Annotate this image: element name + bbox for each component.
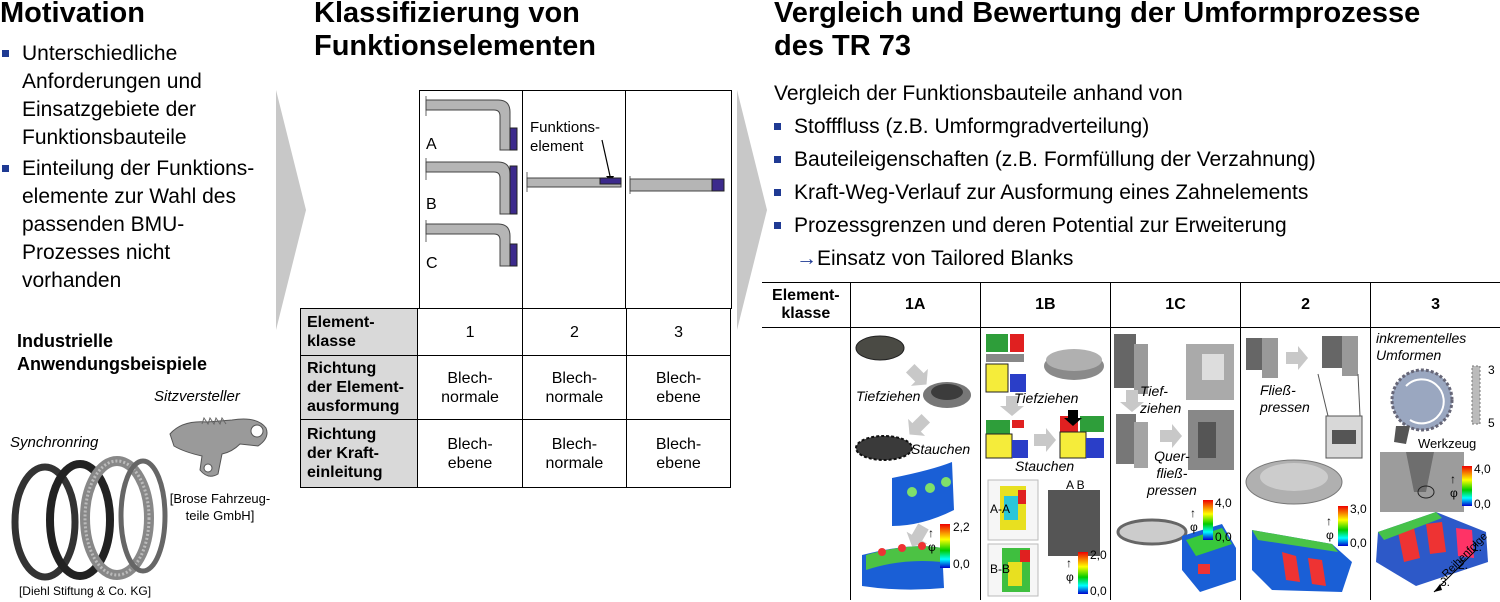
caption-tiefziehen-1c: Tief- ziehen <box>1140 383 1182 416</box>
row-label-richtung-ausformung: Richtung der Element- ausformung <box>299 355 419 420</box>
bullet-marker <box>2 165 9 172</box>
scale-1c-min: 0,0 <box>1215 530 1232 544</box>
label-ab: A B <box>1066 478 1085 492</box>
comparison-title: Vergleich und Bewertung der Umformprozes… <box>774 0 1421 62</box>
row-label-richtung-krafteinleitung: Richtung der Kraft- einleitung <box>299 419 419 488</box>
caption-stauchen-1b: Stauchen <box>1015 458 1075 474</box>
process-1b-illustration <box>985 334 1104 597</box>
classification-sketch-area <box>419 90 732 309</box>
label-n3: 3. <box>1440 575 1451 589</box>
label-5: 5 <box>1488 416 1495 430</box>
cell: Blech- normale <box>417 355 523 420</box>
caption-querfliesspressen: Quer- fließ- pressen <box>1147 448 1197 498</box>
header-1b: 1B <box>979 282 1111 328</box>
chevron-arrow-icon <box>737 90 767 330</box>
cell: Blech- ebene <box>626 419 731 488</box>
color-scale-1b <box>1078 552 1088 594</box>
element-class-1-drawing <box>425 96 518 267</box>
label-b: B <box>426 196 437 213</box>
color-scale-2 <box>1338 506 1348 546</box>
header-1c: 1C <box>1109 282 1242 328</box>
cell: Blech- ebene <box>626 355 731 420</box>
process-2-illustration <box>1245 336 1363 592</box>
bullet-marker <box>774 222 781 229</box>
sitzversteller-label: Sitzversteller <box>154 388 240 405</box>
header-elementklasse: Element- klasse <box>762 282 851 328</box>
examples-title: Industrielle Anwendungsbeispiele <box>17 331 208 374</box>
cell: 3 <box>626 308 731 356</box>
label-a: A <box>426 136 437 153</box>
element-class-3-drawing <box>629 176 725 194</box>
comparison-bullet-2: Bauteileigenschaften (z.B. Formfüllung d… <box>774 146 1316 174</box>
seat-adjuster-image <box>169 416 268 477</box>
scale-1b-max: 2,0 <box>1090 548 1107 562</box>
element-class-2-drawing <box>526 139 622 192</box>
chevron-arrow-icon <box>276 90 306 330</box>
right-arrow-icon: → <box>796 247 817 270</box>
phi-symbol: ↑φ <box>1066 556 1074 584</box>
caption-tiefziehen-1a: Tiefziehen <box>856 388 921 404</box>
classification-table: Element- klasse 1 2 3 Richtung der Eleme… <box>299 308 731 488</box>
comparison-intro: Vergleich der Funktionsbauteile anhand v… <box>774 82 1183 105</box>
scale-2-min: 0,0 <box>1350 536 1367 550</box>
phi-symbol: ↑φ <box>1450 472 1458 500</box>
cell: 2 <box>521 308 628 356</box>
process-3-illustration <box>1376 365 1488 593</box>
scale-1c-max: 4,0 <box>1215 496 1232 510</box>
bullet-marker <box>774 156 781 163</box>
motivation-bullet-2: Einteilung der Funktions- elemente zur W… <box>2 155 277 295</box>
color-scale-1c <box>1203 500 1213 540</box>
comparison-bullet-1: Stofffluss (z.B. Umformgradverteilung) <box>774 113 1149 141</box>
header-2: 2 <box>1240 282 1372 328</box>
scale-1a-max: 2,2 <box>953 520 970 534</box>
color-scale-1a <box>940 524 950 568</box>
cell: Blech- ebene <box>417 419 523 488</box>
phi-symbol: ↑φ <box>1326 514 1334 542</box>
scale-2-max: 3,0 <box>1350 502 1367 516</box>
caption-inkrementell: inkrementelles Umformen <box>1376 330 1467 363</box>
label-aa: A-A <box>990 502 1011 516</box>
synchronring-label: Synchronring <box>10 434 99 451</box>
color-scale-3 <box>1462 466 1472 506</box>
phi-symbol: ↑φ <box>1190 506 1198 534</box>
cell: Blech- normale <box>521 419 628 488</box>
caption-tiefziehen-1b: Tiefziehen <box>1014 390 1079 406</box>
bullet-marker <box>2 50 9 57</box>
caption-fliesspressen: Fließ- pressen <box>1260 382 1310 415</box>
source-brose: [Brose Fahrzeug- teile GmbH] <box>169 491 271 523</box>
scale-1b-min: 0,0 <box>1090 584 1107 598</box>
phi-symbol: ↑φ <box>928 526 936 554</box>
caption-werkzeug: Werkzeug <box>1418 436 1477 451</box>
label-3: 3 <box>1488 363 1495 377</box>
scale-3-min: 0,0 <box>1474 497 1491 511</box>
label-n2: 2. <box>1458 558 1469 572</box>
process-1a-illustration <box>855 335 971 590</box>
motivation-title: Motivation <box>0 0 145 29</box>
header-1a: 1A <box>849 282 981 328</box>
synchronring-image <box>11 456 168 581</box>
caption-stauchen-1a: Stauchen <box>911 441 971 457</box>
scale-3-max: 4,0 <box>1474 462 1491 476</box>
comparison-bullet-3: Kraft-Weg-Verlauf zur Ausformung eines Z… <box>774 179 1308 207</box>
row-label-elementklasse: Element- klasse <box>299 308 419 356</box>
motivation-bullet-1: Unterschiedliche Anforderungen und Einsa… <box>2 40 277 152</box>
cell: Blech- normale <box>521 355 628 420</box>
bullet-marker <box>774 189 781 196</box>
label-c: C <box>426 255 438 272</box>
cell: 1 <box>417 308 523 356</box>
header-3: 3 <box>1370 282 1500 328</box>
source-diehl: [Diehl Stiftung & Co. KG] <box>18 584 152 598</box>
tailored-blanks-line: →Einsatz von Tailored Blanks <box>796 247 1074 270</box>
label-bb: B-B <box>990 562 1011 576</box>
label-n1: 1. <box>1472 540 1483 554</box>
funktionselement-label: Funktions- element <box>530 119 601 155</box>
classification-title: Klassifizierung von Funktionselementen <box>314 0 596 62</box>
bullet-marker <box>774 123 781 130</box>
comparison-bullet-4: Prozessgrenzen und deren Potential zur E… <box>774 212 1287 240</box>
process-1c-illustration <box>1114 334 1236 592</box>
scale-1a-min: 0,0 <box>953 557 970 571</box>
